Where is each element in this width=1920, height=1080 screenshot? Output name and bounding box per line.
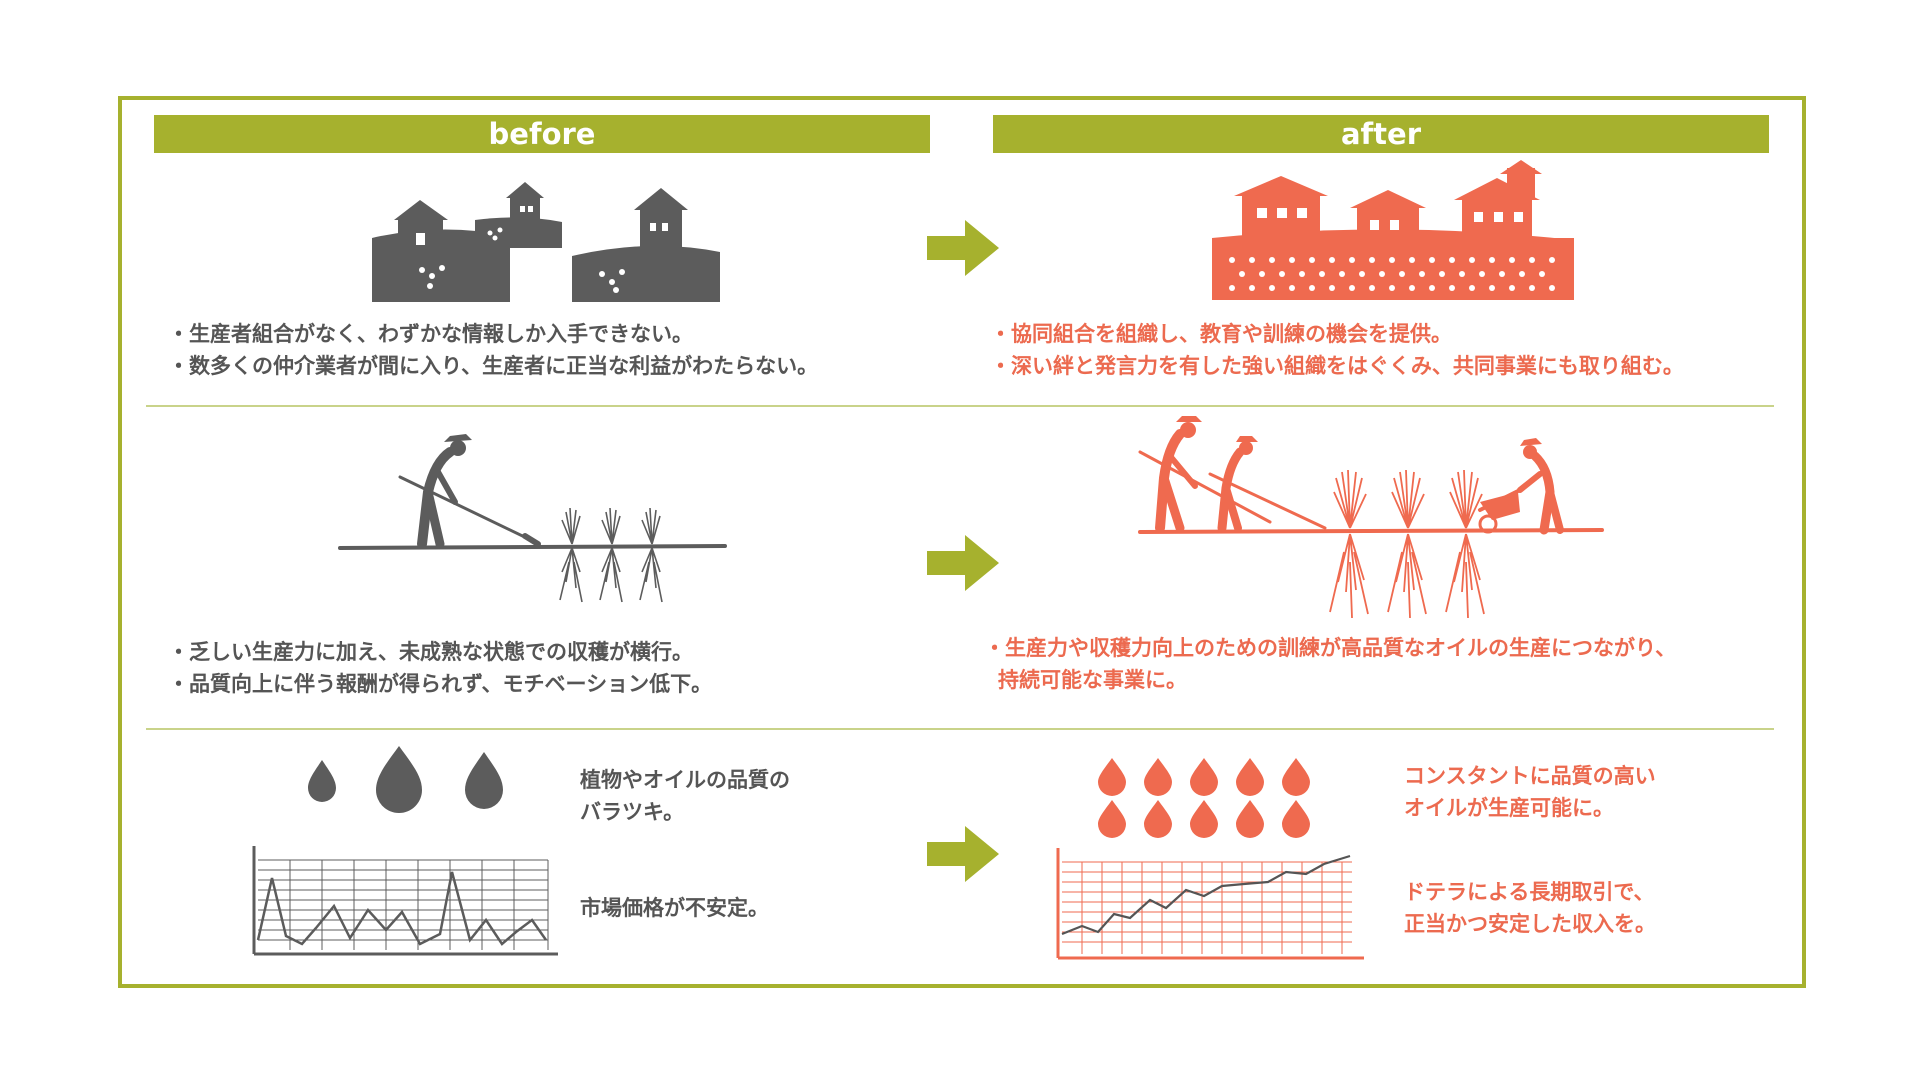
- text-line: オイルが生産可能に。: [1404, 796, 1614, 820]
- row-divider: [146, 405, 1774, 407]
- constant-quality-text: コンスタントに品質の高い オイルが生産可能に。: [1404, 760, 1656, 824]
- unstable-price-text: 市場価格が不安定。: [580, 892, 769, 924]
- before-description: ・生産者組合がなく、わずかな情報しか入手できない。 ・数多くの仲介業者が間に入り…: [168, 318, 818, 382]
- text-line: ・生産力や収穫力向上のための訓練が高品質なオイルの生産につながり、: [984, 636, 1677, 660]
- oil-drop-icon: [1098, 758, 1310, 838]
- village-icon: [1212, 160, 1574, 300]
- text-line: 正当かつ安定した収入を。: [1404, 912, 1656, 936]
- before-header: before: [154, 115, 930, 153]
- text-line: ・数多くの仲介業者が間に入り、生産者に正当な利益がわたらない。: [168, 354, 819, 378]
- text-line: 植物やオイルの品質の: [580, 768, 790, 792]
- text-line: ドテラによる長期取引で、: [1404, 880, 1655, 904]
- text-line: ・品質向上に伴う報酬が得られず、モチベーション低下。: [168, 672, 713, 696]
- after-description: ・生産力や収穫力向上のための訓練が高品質なオイルの生産につながり、 持続可能な事…: [984, 632, 1676, 696]
- text-line: バラツキ。: [580, 800, 685, 824]
- text-line: ・協同組合を組織し、教育や訓練の機会を提供。: [990, 322, 1452, 346]
- text-line: 持続可能な事業に。: [998, 668, 1187, 692]
- quality-variation-text: 植物やオイルの品質の バラツキ。: [580, 764, 790, 828]
- text-line: ・深い絆と発言力を有した強い組織をはぐくみ、共同事業にも取り組む。: [990, 354, 1684, 378]
- text-line: ・生産者組合がなく、わずかな情報しか入手できない。: [168, 322, 693, 346]
- after-description: ・協同組合を組織し、教育や訓練の機会を提供。 ・深い絆と発言力を有した強い組織を…: [990, 318, 1684, 382]
- row-divider: [146, 728, 1774, 730]
- stable-income-text: ドテラによる長期取引で、 正当かつ安定した収入を。: [1404, 876, 1656, 940]
- after-header: after: [993, 115, 1769, 153]
- text-line: ・乏しい生産力に加え、未成熟な状態での収穫が横行。: [168, 640, 693, 664]
- farmer-icon: [1138, 416, 1604, 619]
- price-chart-icon: [1056, 848, 1364, 960]
- text-line: コンスタントに品質の高い: [1404, 764, 1656, 788]
- oil-drop-icon: [308, 746, 503, 813]
- village-icon: [372, 182, 720, 302]
- comparison-frame: [118, 96, 1806, 988]
- farmer-icon: [338, 434, 727, 603]
- before-description: ・乏しい生産力に加え、未成熟な状態での収穫が横行。 ・品質向上に伴う報酬が得られ…: [168, 636, 712, 700]
- right-arrow-icon: [927, 826, 999, 882]
- text-line: 市場価格が不安定。: [580, 896, 769, 920]
- right-arrow-icon: [927, 220, 999, 276]
- right-arrow-icon: [927, 535, 999, 591]
- price-chart-icon: [252, 846, 558, 956]
